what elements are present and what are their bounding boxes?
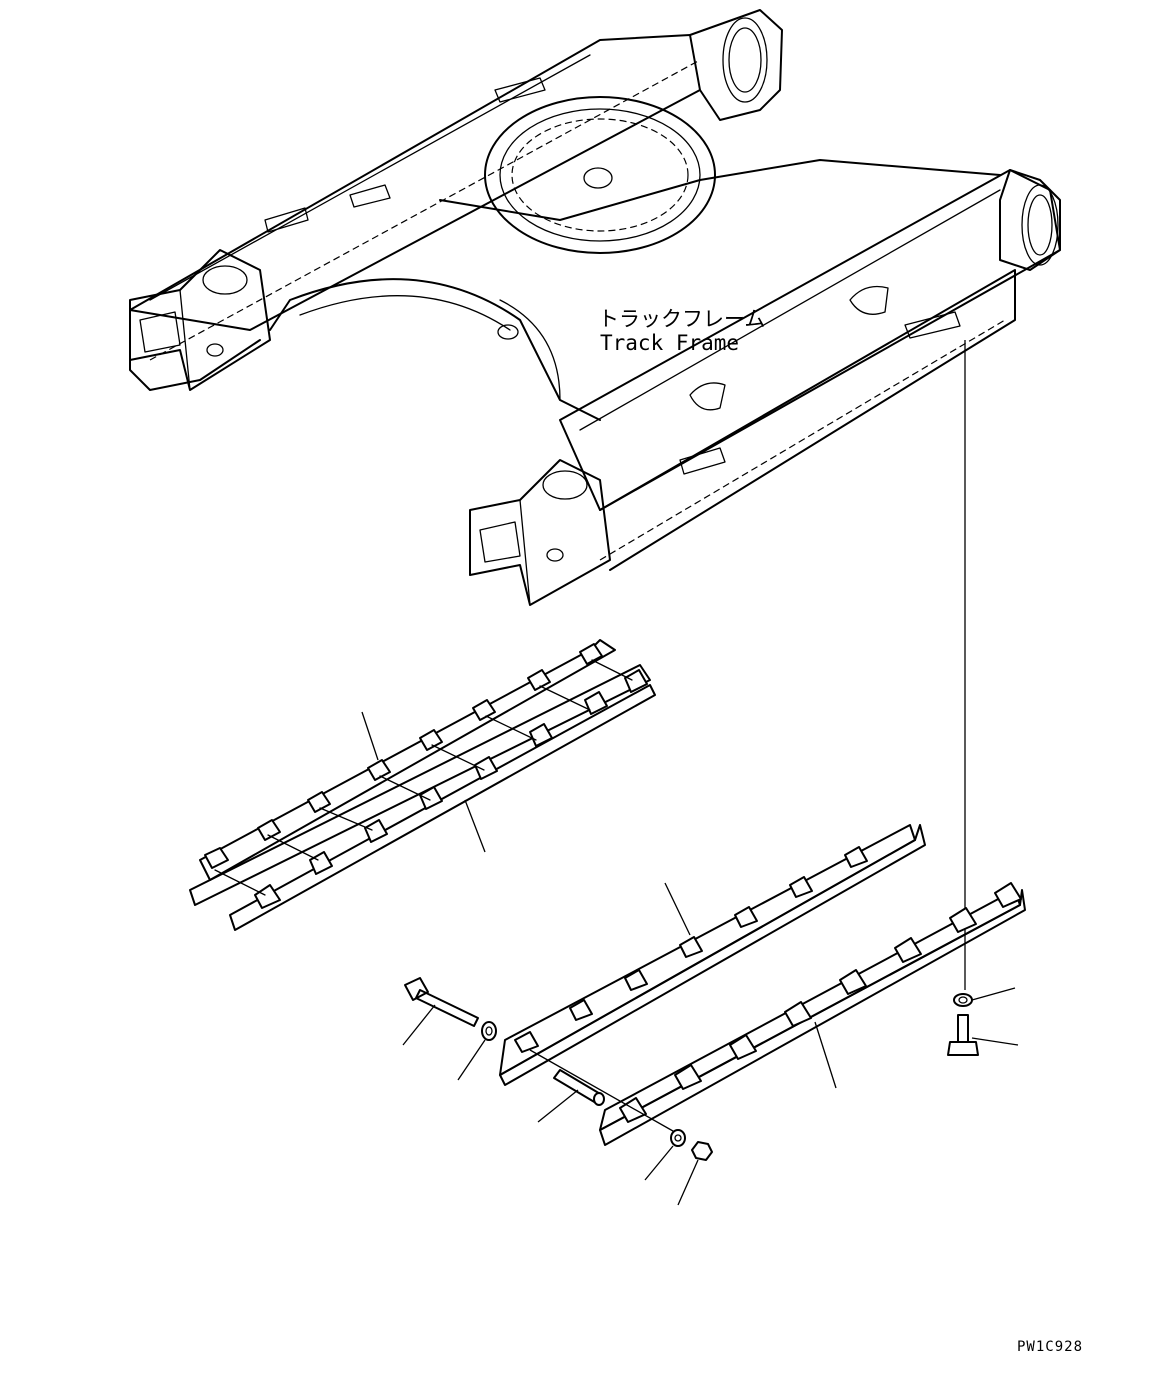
leader-guard-front-plate (464, 799, 486, 853)
leader-washer-mount (971, 987, 1016, 1001)
washer-right (670, 1129, 686, 1147)
leader-washer-left (457, 1039, 486, 1081)
leader-washer-right (644, 1145, 674, 1181)
track-frame-label-jp: トラックフレーム (598, 307, 765, 331)
leader-long-bolt (402, 1004, 436, 1046)
mount-bolt (947, 1014, 979, 1056)
washer-left (481, 1021, 497, 1041)
long-bolt (404, 977, 479, 1027)
spacer-pipe (553, 1069, 605, 1106)
nut (691, 1141, 713, 1161)
guard-plate-front (599, 882, 1026, 1146)
drawing-code: PW1C928 (1017, 1339, 1083, 1355)
track-guard-assembly (189, 639, 656, 931)
leader-guard-rear-plate (361, 711, 379, 761)
track-frame-label-en: Track Frame (600, 331, 739, 355)
washer-mount (953, 993, 973, 1007)
leader-front-plate (814, 1021, 837, 1089)
leader-nut (677, 1159, 699, 1206)
pin-axis-line (529, 1049, 681, 1136)
leader-mount-bolt (971, 1037, 1019, 1046)
guard-plate-rear (499, 824, 926, 1086)
leader-spacer-pipe (537, 1089, 579, 1123)
leader-rear-plate (664, 882, 691, 936)
track-frame (129, 9, 1061, 606)
